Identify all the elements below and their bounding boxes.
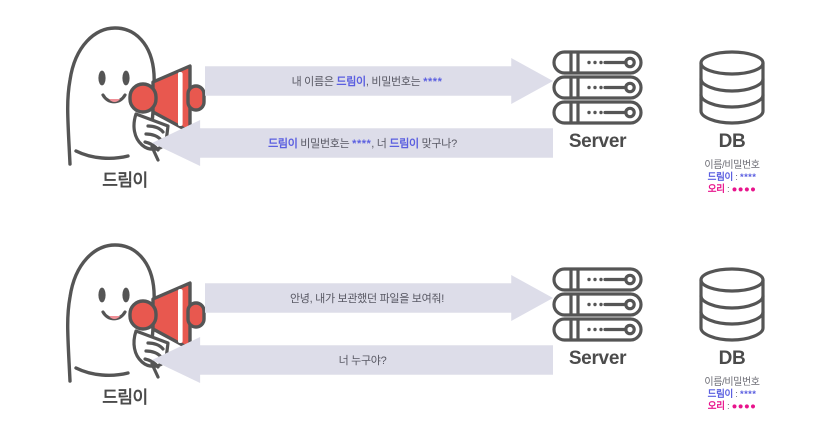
server-rack-icon	[552, 267, 643, 342]
db-row-user: 드림이	[707, 389, 734, 400]
db-table-row: 드림이 : ****	[672, 172, 792, 184]
server-label: Server	[568, 131, 627, 152]
db-credentials-table: 이름/비밀번호 드림이 : **** 오리 : ●●●●	[672, 156, 792, 196]
mascot-with-megaphone-icon	[40, 14, 210, 169]
db-row-secret: ●●●●	[731, 184, 757, 195]
mascot-with-megaphone-icon	[40, 231, 210, 386]
database-cylinder-icon	[699, 50, 765, 125]
db-table-header: 이름/비밀번호	[704, 160, 760, 171]
auth-flow-panel-top: 드림이 내 이름은 드림이, 비밀번호는 **** 드림이 비밀번호는 ****…	[40, 14, 792, 204]
db-row-user: 드림이	[707, 172, 734, 183]
request-bubble: 안녕, 내가 보관했던 파일을 보여줘!	[205, 275, 553, 321]
db-row-user: 오리	[707, 184, 725, 195]
db-table-row: 오리 : ●●●●	[672, 401, 792, 413]
db-row-secret: ●●●●	[731, 401, 757, 412]
database-cylinder-icon	[699, 267, 765, 342]
db-table-header: 이름/비밀번호	[704, 377, 760, 388]
db-row-separator: :	[724, 184, 732, 195]
db-row-secret: ****	[739, 389, 757, 400]
db-block: DB 이름/비밀번호 드림이 : **** 오리 : ●●●●	[672, 265, 792, 413]
response-bubble-text: 드림이 비밀번호는 ****, 너 드림이 맞구나?	[268, 138, 457, 150]
server-block: Server	[550, 265, 645, 375]
request-bubble: 내 이름은 드림이, 비밀번호는 ****	[205, 58, 553, 104]
db-row-secret: ****	[739, 172, 757, 183]
db-table-row: 드림이 : ****	[672, 389, 792, 401]
server-rack-icon	[552, 50, 643, 125]
auth-flow-panel-bottom: 드림이 안녕, 내가 보관했던 파일을 보여줘! 너 누구야?	[0, 217, 815, 434]
db-row-separator: :	[732, 172, 740, 183]
response-bubble-text: 너 누구야?	[338, 355, 387, 367]
db-row-separator: :	[724, 401, 732, 412]
db-row-separator: :	[732, 389, 740, 400]
mascot-block: 드림이	[40, 14, 210, 204]
db-block: DB 이름/비밀번호 드림이 : **** 오리 : ●●●●	[672, 48, 792, 196]
db-label: DB	[718, 348, 746, 369]
db-credentials-table: 이름/비밀번호 드림이 : **** 오리 : ●●●●	[672, 373, 792, 413]
db-table-row: 오리 : ●●●●	[672, 184, 792, 196]
mascot-block: 드림이	[40, 231, 210, 421]
db-label: DB	[718, 131, 746, 152]
response-bubble: 너 누구야?	[152, 337, 553, 383]
response-bubble: 드림이 비밀번호는 ****, 너 드림이 맞구나?	[152, 120, 553, 166]
request-bubble-text: 안녕, 내가 보관했던 파일을 보여줘!	[289, 293, 445, 305]
request-bubble-text: 내 이름은 드림이, 비밀번호는 ****	[291, 76, 443, 88]
server-label: Server	[568, 348, 627, 369]
server-block: Server	[550, 48, 645, 158]
mascot-name-label: 드림이	[102, 171, 148, 190]
mascot-name-label: 드림이	[102, 388, 148, 407]
db-row-user: 오리	[707, 401, 725, 412]
